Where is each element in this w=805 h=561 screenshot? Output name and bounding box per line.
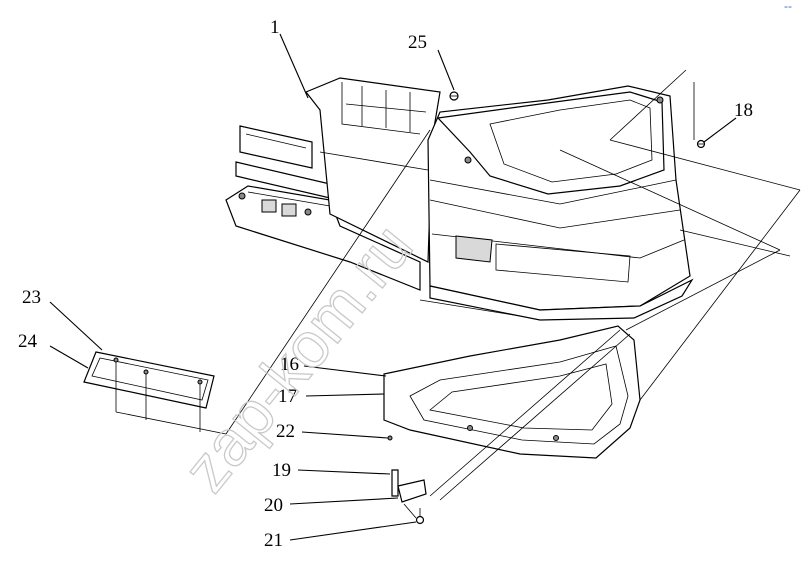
callout-16: 16 bbox=[280, 354, 299, 375]
callout-1: 1 bbox=[270, 17, 280, 38]
watermark-text: zap-kom.ru bbox=[169, 211, 426, 505]
grille-panel-part-23-24 bbox=[83, 351, 227, 435]
corner-mark: -- bbox=[784, 0, 792, 13]
callout-18: 18 bbox=[734, 100, 753, 121]
clip-part-18 bbox=[696, 139, 706, 149]
assembly-lines bbox=[225, 69, 801, 519]
callout-labels: 1 25 18 23 24 16 17 22 19 20 21 bbox=[18, 17, 753, 551]
bumper-assembly bbox=[225, 77, 694, 321]
leader-lines bbox=[49, 33, 737, 541]
fasteners-19-22 bbox=[387, 435, 427, 525]
lamp-bezel-part-16-17 bbox=[383, 325, 641, 459]
callout-17: 17 bbox=[278, 386, 297, 407]
callout-24: 24 bbox=[18, 331, 38, 352]
bolt-part-25 bbox=[449, 91, 459, 101]
callout-22: 22 bbox=[276, 421, 295, 442]
callout-20: 20 bbox=[264, 495, 283, 516]
callout-19: 19 bbox=[272, 460, 291, 481]
callout-23: 23 bbox=[22, 287, 41, 308]
callout-25: 25 bbox=[408, 32, 427, 53]
callout-21: 21 bbox=[264, 530, 283, 551]
